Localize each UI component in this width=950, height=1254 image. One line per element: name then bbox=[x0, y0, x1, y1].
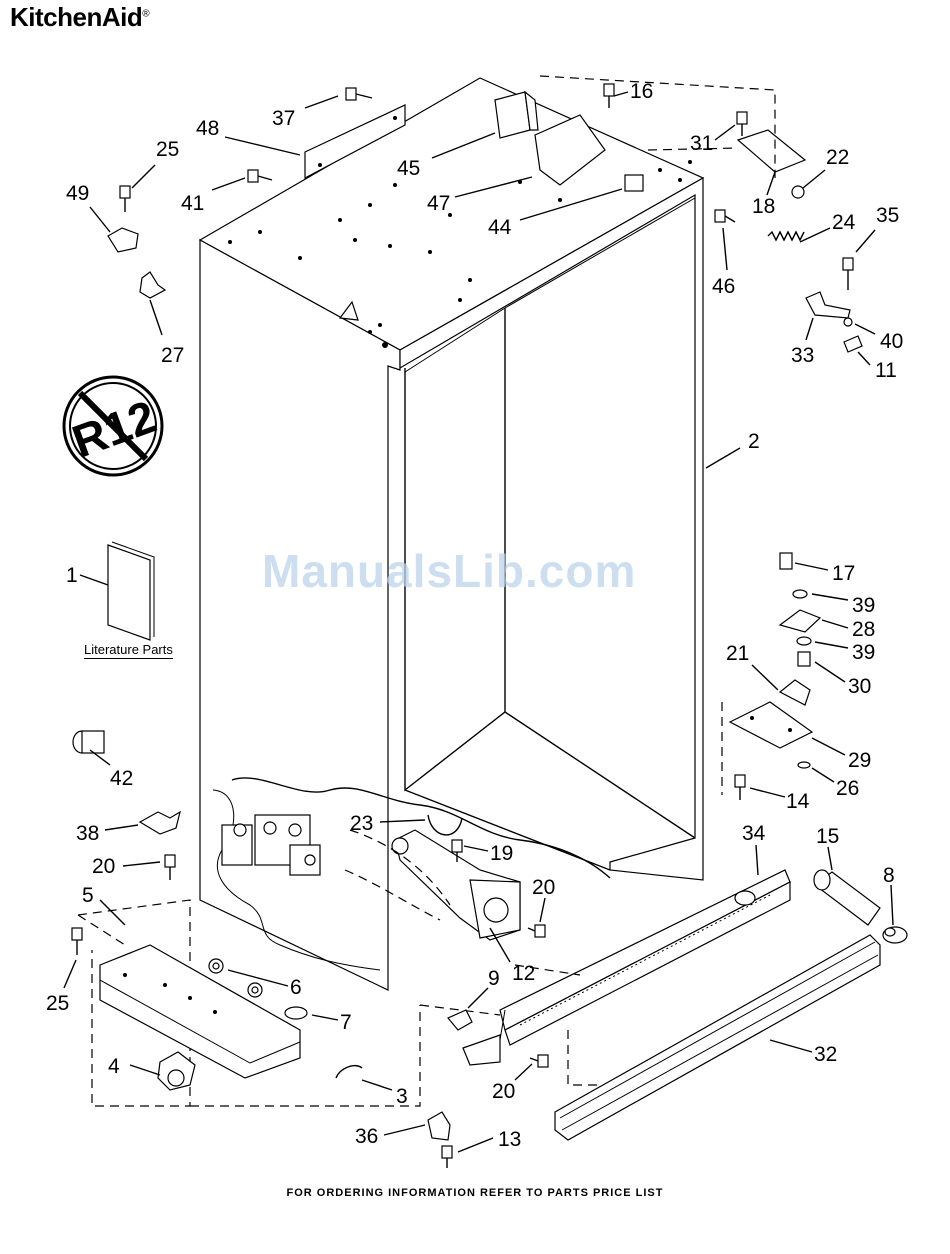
callout-25: 25 bbox=[156, 138, 179, 161]
callout-45: 45 bbox=[397, 157, 420, 180]
part-37-screw bbox=[346, 88, 372, 100]
callout-21: 21 bbox=[726, 642, 749, 665]
part-20-screw-bottom bbox=[530, 1055, 548, 1067]
callout-2: 2 bbox=[748, 430, 760, 453]
callout-23: 23 bbox=[350, 812, 373, 835]
callout-31: 31 bbox=[690, 132, 713, 155]
part-16-screw bbox=[604, 84, 614, 108]
part-25-screw-bottom bbox=[72, 928, 82, 955]
callout-41: 41 bbox=[181, 192, 204, 215]
part-44-switch bbox=[625, 175, 643, 191]
callout-15: 15 bbox=[816, 825, 839, 848]
callout-16: 16 bbox=[630, 80, 653, 103]
callout-14: 14 bbox=[786, 790, 810, 813]
part-11-clip bbox=[844, 336, 862, 352]
part-3-clip bbox=[336, 1066, 362, 1078]
callout-39a: 39 bbox=[852, 594, 875, 617]
part-25-screw-top bbox=[120, 186, 130, 212]
callout-20b: 20 bbox=[92, 855, 115, 878]
callout-36: 36 bbox=[355, 1125, 378, 1148]
callout-37: 37 bbox=[272, 107, 295, 130]
part-40-washer bbox=[844, 318, 852, 326]
part-36-bracket bbox=[428, 1112, 450, 1140]
part-20-screw-duct bbox=[528, 925, 545, 937]
hinge-assembly-right bbox=[722, 553, 820, 800]
part-41-screw bbox=[248, 170, 272, 182]
callout-19: 19 bbox=[490, 842, 513, 865]
part-33-bracket bbox=[806, 292, 850, 318]
part-42-leveler bbox=[73, 731, 104, 753]
callout-30: 30 bbox=[848, 675, 871, 698]
callout-12: 12 bbox=[512, 962, 535, 985]
callout-39b: 39 bbox=[852, 641, 875, 664]
callout-20a: 20 bbox=[532, 876, 555, 899]
part-14-screw bbox=[735, 775, 745, 800]
callout-33: 33 bbox=[791, 344, 814, 367]
part-49-clamp bbox=[108, 228, 138, 252]
callout-25b: 25 bbox=[46, 992, 69, 1015]
callout-46: 46 bbox=[712, 275, 735, 298]
ordering-info-footer: FOR ORDERING INFORMATION REFER TO PARTS … bbox=[0, 1187, 950, 1199]
callout-42: 42 bbox=[110, 767, 133, 790]
part-46-screw bbox=[715, 210, 735, 222]
part-1-booklet bbox=[108, 545, 150, 640]
callout-22: 22 bbox=[826, 146, 849, 169]
callout-1: 1 bbox=[66, 564, 78, 587]
callout-29: 29 bbox=[848, 749, 871, 772]
part-5-base-rail bbox=[100, 945, 300, 1078]
literature-parts-label: Literature Parts bbox=[84, 642, 173, 659]
callout-49: 49 bbox=[66, 182, 89, 205]
callout-6: 6 bbox=[290, 976, 302, 999]
callout-38: 38 bbox=[76, 822, 99, 845]
callout-8: 8 bbox=[883, 864, 895, 887]
part-23-clamp bbox=[428, 815, 462, 835]
part-18-hinge bbox=[738, 130, 805, 172]
part-38-bracket bbox=[140, 812, 180, 834]
callout-3: 3 bbox=[396, 1085, 408, 1108]
callout-32: 32 bbox=[814, 1043, 837, 1066]
callout-40: 40 bbox=[880, 330, 903, 353]
callout-20c: 20 bbox=[492, 1080, 515, 1103]
part-31-screw bbox=[737, 112, 747, 136]
callout-5: 5 bbox=[82, 884, 94, 907]
watermark: ManualsLib.com bbox=[262, 544, 636, 598]
callout-48: 48 bbox=[196, 117, 219, 140]
part-27-clip bbox=[140, 272, 165, 298]
part-20-screw-left bbox=[165, 855, 175, 880]
callout-7: 7 bbox=[340, 1011, 352, 1034]
part-7-ring bbox=[285, 1007, 307, 1019]
part-8-knob bbox=[883, 927, 907, 943]
callout-18: 18 bbox=[752, 195, 775, 218]
callout-35: 35 bbox=[876, 204, 899, 227]
callout-44: 44 bbox=[488, 216, 512, 239]
callout-24: 24 bbox=[832, 211, 856, 234]
callout-34: 34 bbox=[742, 822, 766, 845]
part-15-tube bbox=[814, 870, 880, 925]
callout-9: 9 bbox=[488, 967, 500, 990]
callout-27: 27 bbox=[161, 344, 184, 367]
callout-26: 26 bbox=[836, 777, 859, 800]
callout-13: 13 bbox=[498, 1128, 521, 1151]
part-9-clip bbox=[448, 1010, 472, 1030]
callout-17: 17 bbox=[832, 562, 855, 585]
callout-11: 11 bbox=[875, 359, 897, 382]
callout-4: 4 bbox=[108, 1055, 120, 1078]
callout-47: 47 bbox=[427, 192, 450, 215]
callout-28: 28 bbox=[852, 618, 875, 641]
part-13-screw bbox=[442, 1146, 452, 1168]
part-22-nut bbox=[792, 186, 804, 198]
part-35-screw bbox=[843, 258, 853, 290]
part-24-spring bbox=[768, 232, 804, 240]
